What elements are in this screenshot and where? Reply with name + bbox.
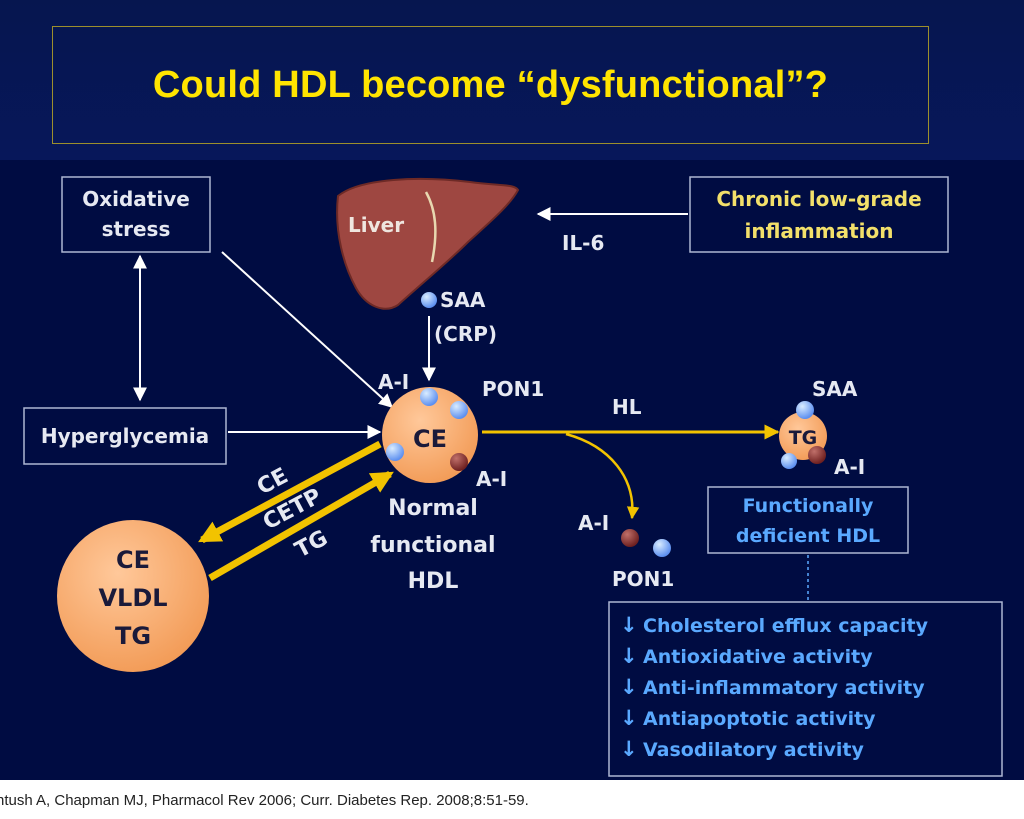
effect-item: Vasodilatory activity xyxy=(643,739,864,761)
oxidative-to-hdl-arrow xyxy=(221,251,394,408)
deficient-hdl-particle: TG xyxy=(779,401,827,469)
title-area: Could HDL become “dysfunctional”? xyxy=(0,0,1024,160)
deficient-core-label: TG xyxy=(789,427,818,449)
decrease-arrow-icon: ↓ xyxy=(620,644,638,668)
footer: ntush A, Chapman MJ, Pharmacol Rev 2006;… xyxy=(0,780,1024,819)
normal-apoa1-top-label: A-I xyxy=(378,370,409,394)
deficient-caption-2: deficient HDL xyxy=(736,525,880,547)
effect-item: Cholesterol efflux capacity xyxy=(643,615,929,637)
oxidative-stress-box: Oxidative stress xyxy=(61,176,211,253)
cetp-arrow-to-vldl xyxy=(198,440,382,544)
chronic-inflammation-box: Chronic low-grade inflammation xyxy=(689,176,949,253)
deficient-hdl-box: Functionally deficient HDL xyxy=(707,486,909,554)
deficient-dot-icon xyxy=(781,453,797,469)
title-box: Could HDL become “dysfunctional”? xyxy=(52,26,929,144)
apoa1-red-dot-icon xyxy=(450,453,468,471)
released-apoa1-dot-icon xyxy=(621,529,639,547)
decrease-arrow-icon: ↓ xyxy=(620,675,638,699)
normal-hdl-caption-1: Normal xyxy=(388,496,478,521)
hyperglycemia-label: Hyperglycemia xyxy=(41,424,209,448)
effect-item: Anti-inflammatory activity xyxy=(643,677,925,699)
crp-label: (CRP) xyxy=(434,322,497,346)
oxidative-stress-line2: stress xyxy=(102,217,171,241)
apoa1-dot-icon xyxy=(420,388,438,406)
deficient-caption-1: Functionally xyxy=(743,495,874,517)
hl-label: HL xyxy=(612,395,642,419)
decrease-arrow-icon: ↓ xyxy=(620,706,638,730)
hyperglycemia-box: Hyperglycemia xyxy=(23,407,227,465)
deficient-saa-label: SAA xyxy=(812,377,858,401)
normal-pon1-label: PON1 xyxy=(482,377,544,401)
vldl-ce-label: CE xyxy=(116,546,150,574)
inflammation-line2: inflammation xyxy=(745,219,894,243)
vldl-particle: CE VLDL TG xyxy=(57,520,209,672)
released-pon1-dot-icon xyxy=(653,539,671,557)
release-arrow xyxy=(565,432,640,520)
decrease-arrow-icon: ↓ xyxy=(620,613,638,637)
deficient-apoa1-label: A-I xyxy=(834,455,865,479)
effects-box: ↓Cholesterol efflux capacity↓Antioxidati… xyxy=(608,601,1003,777)
liver-label: Liver xyxy=(348,213,404,237)
normal-apoa1-right-label: A-I xyxy=(476,467,507,491)
released-pon1-label: PON1 xyxy=(612,567,674,591)
released-apoa1-label: A-I xyxy=(578,511,609,535)
protein-dot-icon xyxy=(386,443,404,461)
il6-label: IL-6 xyxy=(562,231,604,255)
oxidative-stress-line1: Oxidative xyxy=(82,187,190,211)
normal-hdl-caption-2: functional xyxy=(370,533,495,558)
deficient-saa-dot-icon xyxy=(796,401,814,419)
saa-label: SAA xyxy=(440,288,486,312)
slide-title: Could HDL become “dysfunctional”? xyxy=(152,63,829,106)
vldl-label: VLDL xyxy=(98,584,167,612)
pon1-dot-icon xyxy=(450,401,468,419)
citation: ntush A, Chapman MJ, Pharmacol Rev 2006;… xyxy=(0,792,529,809)
cetp-arrow-to-hdl xyxy=(208,470,394,582)
diagram-canvas: Oxidative stress Chronic low-grade infla… xyxy=(23,176,1003,777)
inflammation-line1: Chronic low-grade xyxy=(716,187,921,211)
liver-illustration: Liver xyxy=(336,177,520,310)
decrease-arrow-icon: ↓ xyxy=(620,737,638,761)
normal-hdl-caption-3: HDL xyxy=(408,569,459,594)
effect-item: Antiapoptotic activity xyxy=(643,708,876,730)
saa-dot-icon xyxy=(421,292,437,308)
effect-item: Antioxidative activity xyxy=(643,646,873,668)
normal-hdl-particle: CE xyxy=(382,387,478,483)
deficient-apoa1-dot-icon xyxy=(808,446,826,464)
normal-hdl-core-label: CE xyxy=(413,425,447,453)
vldl-tg-label: TG xyxy=(115,622,151,650)
hdl-diagram: Oxidative stress Chronic low-grade infla… xyxy=(0,160,1024,780)
